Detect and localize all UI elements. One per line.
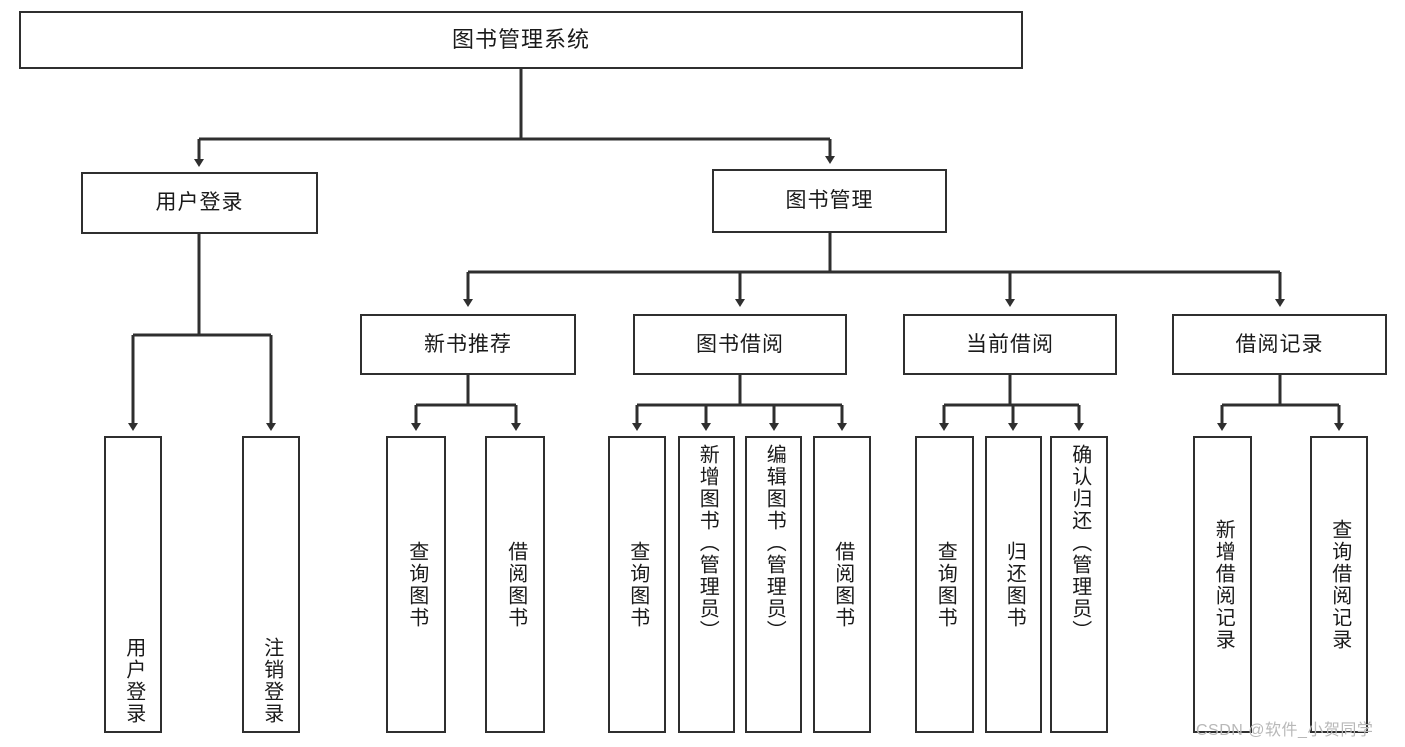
leaf-add-borrow-record[interactable]: 新增借阅记录 bbox=[1193, 436, 1252, 733]
leaf-user-login[interactable]: 用户登录 bbox=[104, 436, 162, 733]
leaf-query-book-current[interactable]: 查询图书 bbox=[915, 436, 974, 733]
leaf-add-book-admin[interactable]: 新增图书（管理员） bbox=[678, 436, 735, 733]
leaf-borrow-book-borrow[interactable]: 借阅图书 bbox=[813, 436, 871, 733]
leaf-query-borrow-record[interactable]: 查询借阅记录 bbox=[1310, 436, 1368, 733]
node-book-management[interactable]: 图书管理 bbox=[712, 169, 947, 233]
node-root-system[interactable]: 图书管理系统 bbox=[19, 11, 1023, 69]
node-borrow-record[interactable]: 借阅记录 bbox=[1172, 314, 1387, 375]
leaf-edit-book-admin[interactable]: 编辑图书（管理员） bbox=[745, 436, 802, 733]
leaf-return-book[interactable]: 归还图书 bbox=[985, 436, 1042, 733]
node-current-borrow[interactable]: 当前借阅 bbox=[903, 314, 1117, 375]
leaf-query-book-borrow[interactable]: 查询图书 bbox=[608, 436, 666, 733]
leaf-query-book-recommend[interactable]: 查询图书 bbox=[386, 436, 446, 733]
csdn-watermark: CSDN @软件_小贺同学 bbox=[1196, 722, 1374, 739]
leaf-confirm-return-admin[interactable]: 确认归还（管理员） bbox=[1050, 436, 1108, 733]
node-new-book-recommend[interactable]: 新书推荐 bbox=[360, 314, 576, 375]
node-user-login[interactable]: 用户登录 bbox=[81, 172, 318, 234]
leaf-borrow-book-recommend[interactable]: 借阅图书 bbox=[485, 436, 545, 733]
leaf-logout-login[interactable]: 注销登录 bbox=[242, 436, 300, 733]
node-book-borrow[interactable]: 图书借阅 bbox=[633, 314, 847, 375]
